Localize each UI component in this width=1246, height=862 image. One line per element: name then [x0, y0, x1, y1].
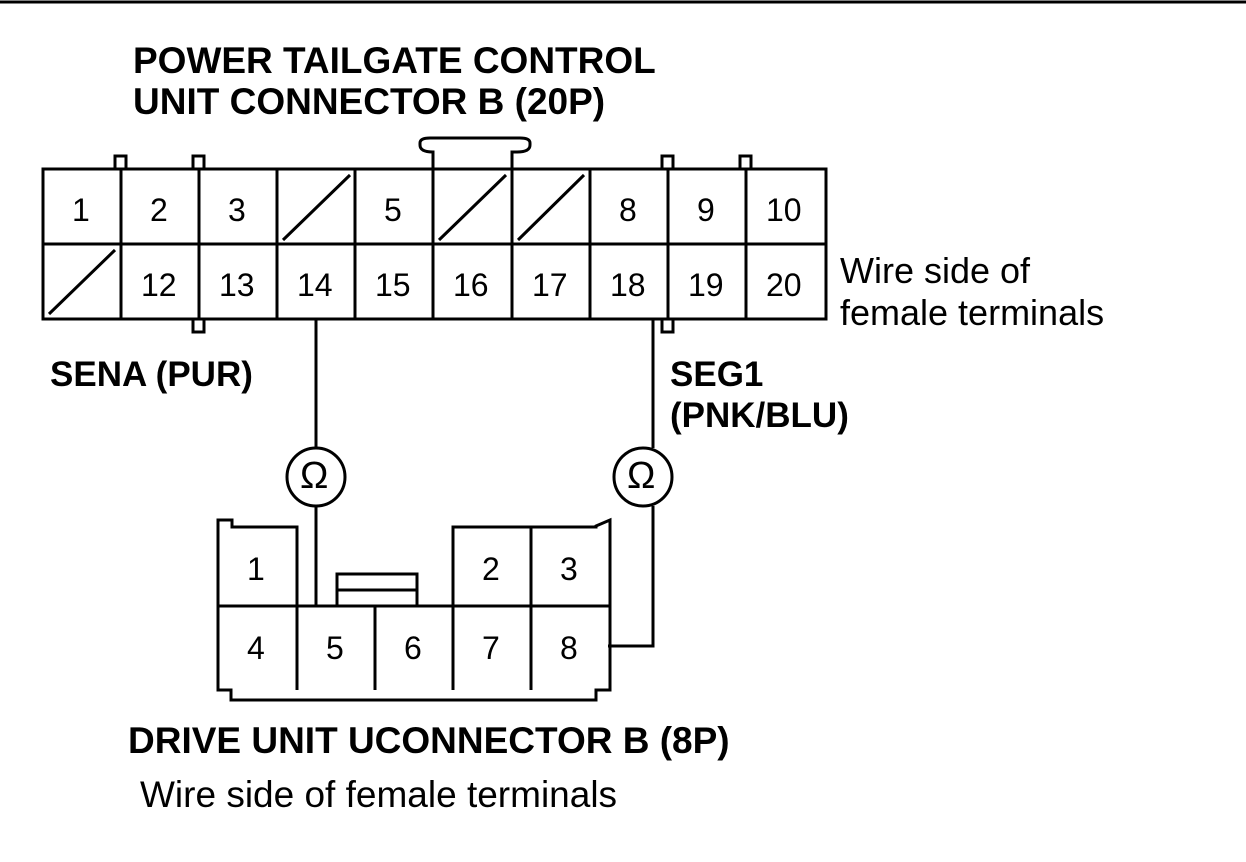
bottom-pin-3: 3 [560, 551, 578, 587]
blank-cavity-4 [281, 173, 352, 242]
pin-15: 15 [375, 267, 411, 303]
pin-20: 20 [766, 267, 802, 303]
bottom-pin-2: 2 [482, 551, 500, 587]
tab-top-3 [660, 154, 675, 171]
bottom-pin-6: 6 [404, 630, 422, 666]
ohm-symbol-left: Ω [300, 455, 329, 497]
tab-top-2 [191, 154, 206, 171]
bottom-connector-body [216, 517, 612, 702]
top-side-note-1: Wire side of [840, 250, 1031, 291]
pin-9: 9 [697, 192, 715, 228]
bottom-pin-4: 4 [247, 630, 265, 666]
pin-16: 16 [453, 267, 489, 303]
tab-top-1 [113, 154, 128, 171]
lock-tab [418, 136, 532, 169]
bottom-pin-7: 7 [482, 630, 500, 666]
tab-bottom-1 [191, 317, 206, 334]
pin-3: 3 [228, 192, 246, 228]
tab-top-4 [738, 154, 753, 171]
ohm-symbol-right: Ω [627, 455, 656, 497]
pin-17: 17 [532, 267, 568, 303]
pin-2: 2 [150, 192, 168, 228]
pin-13: 13 [219, 267, 255, 303]
bottom-connector-subtitle: Wire side of female terminals [140, 774, 618, 815]
wire-label-seg1-color: (PNK/BLU) [670, 396, 849, 435]
blank-cavity-6 [437, 173, 508, 242]
pin-19: 19 [688, 267, 724, 303]
wire-seg1-lower [608, 506, 655, 648]
pin-10: 10 [766, 192, 802, 228]
blank-cavity-7 [516, 173, 586, 242]
ohmmeter-right [612, 446, 674, 508]
ohmmeter-left [285, 446, 347, 508]
pin-12: 12 [141, 267, 177, 303]
blank-cavity-11 [47, 248, 117, 316]
tab-bottom-2 [660, 317, 675, 334]
top-connector-title-2: UNIT CONNECTOR B (20P) [133, 81, 606, 122]
pin-5: 5 [384, 192, 402, 228]
top-side-note-2: female terminals [840, 292, 1105, 333]
pin-1: 1 [72, 192, 90, 228]
pin-14: 14 [297, 267, 333, 303]
pin-8: 8 [619, 192, 637, 228]
top-connector-title-1: POWER TAILGATE CONTROL [133, 40, 656, 81]
bottom-connector-title: DRIVE UNIT UCONNECTOR B (8P) [128, 720, 730, 761]
wire-label-seg1: SEG1 [670, 355, 764, 394]
pin-18: 18 [610, 267, 646, 303]
bottom-pin-5: 5 [326, 630, 344, 666]
bottom-pin-8: 8 [560, 630, 578, 666]
wire-label-sena: SENA (PUR) [50, 355, 253, 394]
bottom-pin-1: 1 [247, 551, 265, 587]
